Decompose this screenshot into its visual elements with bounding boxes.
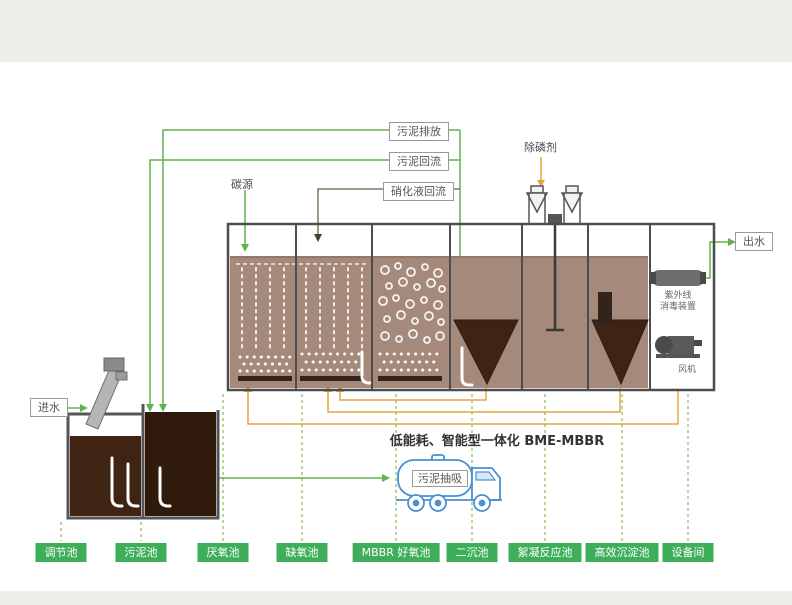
tank-label-regulation: 调节池 xyxy=(35,543,87,562)
sludge-discharge-label: 污泥排放 xyxy=(389,122,449,141)
sludge-return-label: 污泥回流 xyxy=(389,152,449,171)
top-band xyxy=(0,0,792,62)
green-flow-arrows xyxy=(80,238,736,482)
uv-device-label-line2: 消毒装置 xyxy=(659,302,697,312)
sludge-discharge-line xyxy=(162,129,460,404)
high-efficiency-hopper xyxy=(591,319,649,386)
phosphorus-agent-label: 除磷剂 xyxy=(524,141,557,154)
uv-disinfection-icon xyxy=(650,270,706,286)
effluent-label: 出水 xyxy=(735,232,773,251)
bar-screen-icon xyxy=(85,357,128,430)
nitrified-liquid-return-line xyxy=(314,188,460,242)
nitrified-return-label: 硝化液回流 xyxy=(383,182,454,201)
uv-device-label-line1: 紫外线 xyxy=(664,291,692,301)
sludge-tank-fill xyxy=(145,412,216,516)
sludge-return-line xyxy=(149,159,460,404)
tank-label-anaerobic: 厌氧池 xyxy=(197,543,249,562)
tank-label-sludge: 污泥池 xyxy=(115,543,167,562)
sludge-suction-label: 污泥抽吸 xyxy=(412,470,468,487)
lamella-module xyxy=(598,292,612,326)
airlift-tubes xyxy=(360,346,474,387)
tank-label-secondary-clarifier: 二沉池 xyxy=(446,543,498,562)
secondary-clarifier-hopper xyxy=(453,319,519,386)
mixer-icon xyxy=(546,214,564,332)
tank-label-high-efficiency-clarifier: 高效沉淀池 xyxy=(585,543,659,562)
submersible-pumps xyxy=(110,456,172,508)
biofilm-carriers xyxy=(241,267,363,349)
blower-label: 风机 xyxy=(677,365,697,375)
mbbr-media xyxy=(378,262,446,344)
sludge-pipes-orange xyxy=(247,157,679,425)
diagram-title: 低能耗、智能型一体化 BME-MBBR xyxy=(389,434,605,449)
tank-label-mbbr-aerobic: MBBR 好氧池 xyxy=(352,543,440,562)
mixed-liquor-fill xyxy=(230,256,648,388)
influent-label: 进水 xyxy=(30,398,68,417)
green-flow-lines xyxy=(64,129,728,479)
label-connectors xyxy=(60,394,689,541)
blower-icon xyxy=(655,336,702,358)
tank-walls xyxy=(226,222,716,392)
pretreatment-walls xyxy=(66,404,220,520)
clarifier-hoppers xyxy=(453,319,649,386)
dosing-funnels xyxy=(525,185,584,224)
tank-label-equipment-room: 设备间 xyxy=(662,543,714,562)
bottom-band xyxy=(0,591,792,605)
pretreatment-tanks xyxy=(66,357,220,520)
uv-device-label: 紫外线 消毒装置 xyxy=(660,291,696,313)
tank-label-flocculation: 絮凝反应池 xyxy=(508,543,582,562)
main-tank-body xyxy=(226,185,716,392)
aeration-diffusers xyxy=(238,352,442,381)
tank-label-anoxic: 缺氧池 xyxy=(276,543,328,562)
carbon-source-label: 碳源 xyxy=(231,178,253,191)
